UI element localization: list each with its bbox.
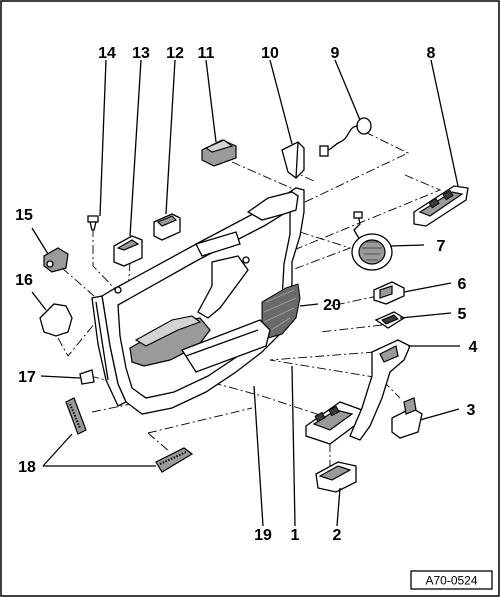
mirror-switch-bezel — [413, 185, 469, 227]
switch-part-12 — [153, 213, 181, 241]
callout-12: 12 — [166, 45, 184, 62]
pull-handle-trim — [349, 339, 411, 441]
tweeter-part-9 — [319, 117, 372, 157]
clip-part-17 — [79, 369, 95, 385]
reference-code-box: A70-0524 — [410, 570, 493, 590]
reference-code: A70-0524 — [425, 574, 477, 588]
callout-15: 15 — [15, 207, 33, 224]
callout-10: 10 — [261, 45, 279, 62]
callout-6: 6 — [458, 276, 467, 293]
loudspeaker-part-7 — [351, 211, 393, 271]
window-switch-module — [305, 401, 363, 493]
callout-18: 18 — [18, 459, 36, 476]
callout-7: 7 — [437, 238, 446, 255]
screw-part-14 — [87, 215, 99, 231]
cap-part-3 — [391, 397, 423, 439]
clip-part-6 — [373, 281, 405, 305]
reflector-part-18 — [65, 397, 194, 473]
door-trim-panel — [91, 187, 305, 415]
callout-14: 14 — [98, 45, 116, 62]
callout-3: 3 — [467, 402, 476, 419]
callout-2: 2 — [333, 527, 342, 544]
callout-20: 20 — [323, 297, 341, 314]
leader-lines — [31, 59, 460, 527]
callout-8: 8 — [427, 45, 436, 62]
callout-19: 19 — [254, 527, 272, 544]
callout-1: 1 — [291, 527, 300, 544]
callout-labels: 14 13 12 11 10 9 8 7 6 5 4 3 2 1 19 20 1… — [15, 45, 477, 544]
callout-13: 13 — [132, 45, 150, 62]
callout-17: 17 — [18, 369, 36, 386]
cover-part-16 — [39, 303, 73, 337]
callout-4: 4 — [469, 339, 478, 356]
callout-16: 16 — [15, 272, 33, 289]
handle-cover-part-11 — [201, 139, 237, 167]
mirror-cover-part-10 — [281, 141, 305, 179]
callout-5: 5 — [458, 306, 467, 323]
callout-9: 9 — [331, 45, 340, 62]
clip-part-15 — [43, 247, 69, 273]
callout-11: 11 — [198, 45, 215, 62]
switch-part-13 — [113, 235, 143, 267]
